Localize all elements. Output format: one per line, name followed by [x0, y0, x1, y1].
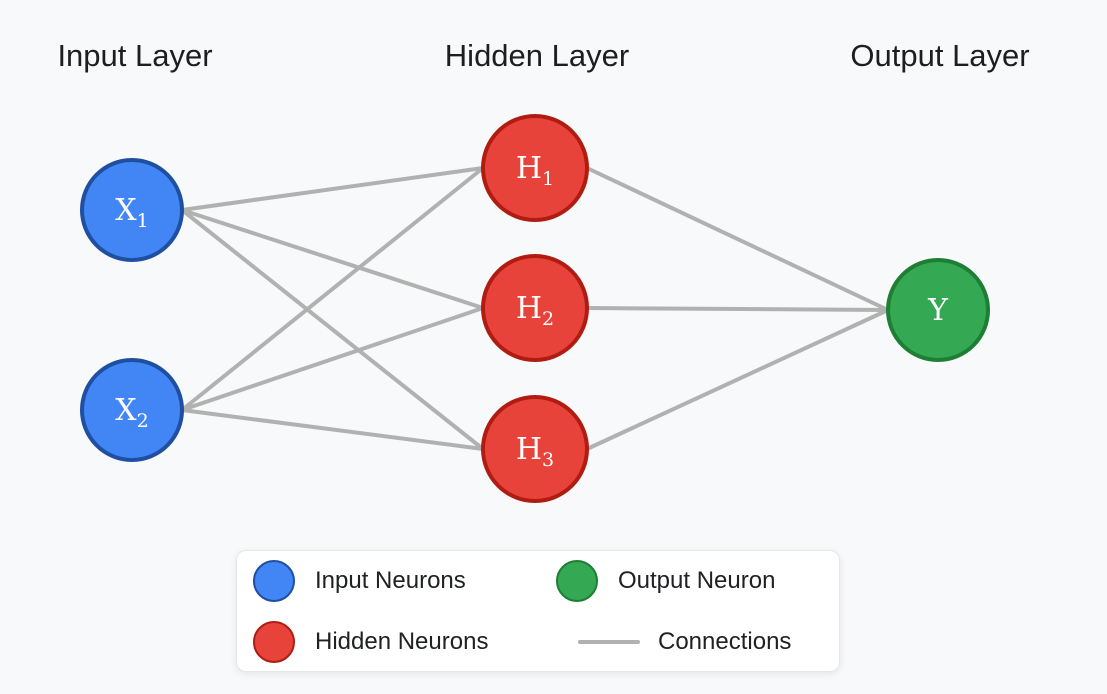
connection-line-x1-h1 [180, 166, 485, 212]
legend-label-output-neuron: Output Neuron [618, 566, 776, 594]
neuron-node-y: Y [886, 258, 990, 362]
neuron-label-y: Y [927, 293, 949, 328]
hidden-neuron-swatch-icon [253, 620, 295, 663]
connection-line-h3-y [585, 308, 890, 451]
connections-group [180, 166, 890, 451]
neuron-label-x1: X1 [115, 193, 148, 232]
legend-label-connections: Connections [658, 627, 792, 655]
neuron-label-h3: H3 [516, 432, 554, 471]
connection-line-h2-y [585, 306, 890, 312]
neuron-circle-x1 [80, 158, 184, 262]
connections-swatch-icon [578, 639, 640, 644]
neuron-label-h1: H1 [516, 151, 554, 190]
connection-line-h1-y [585, 166, 890, 312]
output-neuron-swatch-icon [556, 559, 598, 602]
connection-line-x2-h3 [180, 408, 485, 451]
legend: Input Neurons Output Neuron Hidden Neuro… [236, 550, 840, 672]
legend-item-output-neuron: Output Neuron [556, 559, 839, 602]
hidden-layer-title: Hidden Layer [444, 38, 630, 73]
input-layer-title: Input Layer [57, 38, 213, 73]
neuron-label-h2: H2 [516, 291, 554, 330]
neuron-node-h1: H1 [481, 114, 589, 222]
neuron-circle-h2 [481, 254, 589, 362]
connection-line-x2-h2 [180, 306, 485, 412]
legend-label-hidden-neurons: Hidden Neurons [315, 627, 489, 655]
neuron-circle-x2 [80, 358, 184, 462]
neuron-circle-h1 [481, 114, 589, 222]
legend-item-hidden-neurons: Hidden Neurons [253, 620, 556, 663]
legend-label-input-neurons: Input Neurons [315, 566, 466, 594]
neuron-node-x2: X2 [80, 358, 184, 462]
neuron-node-h3: H3 [481, 395, 589, 503]
connection-line-x1-h2 [180, 208, 485, 310]
input-neuron-swatch-icon [253, 559, 295, 602]
neuron-circle-h3 [481, 395, 589, 503]
neuron-circle-y [886, 258, 990, 362]
legend-item-connections: Connections [556, 622, 839, 662]
neuron-node-x1: X1 [80, 158, 184, 262]
neuron-label-x2: X2 [115, 393, 148, 432]
neuron-node-h2: H2 [481, 254, 589, 362]
connection-line-x1-h3 [180, 208, 485, 451]
connection-line-x2-h1 [180, 166, 485, 412]
legend-item-input-neurons: Input Neurons [253, 559, 556, 602]
output-layer-title: Output Layer [850, 38, 1030, 73]
